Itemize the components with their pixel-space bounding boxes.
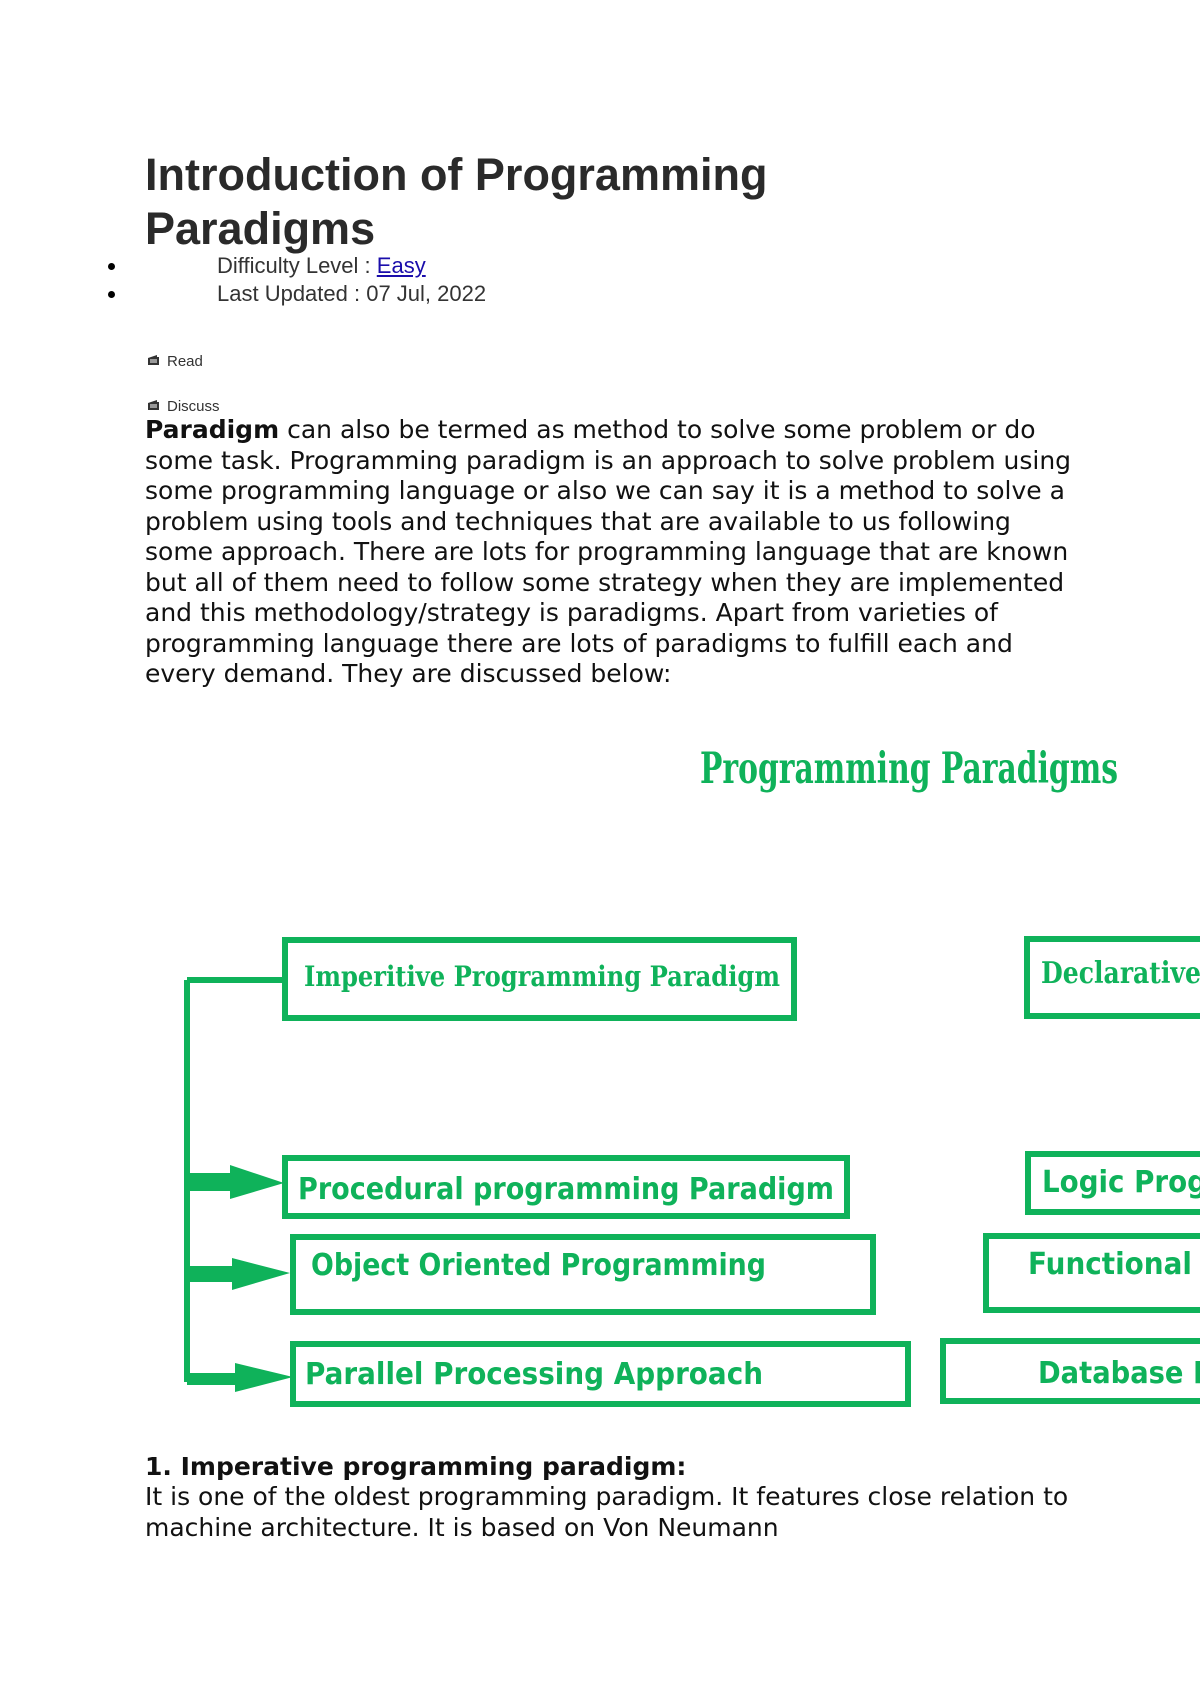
parallel-processing-box bbox=[290, 1341, 911, 1407]
functional-paradigm-label: Functional I bbox=[1028, 1247, 1200, 1282]
page-title: Introduction of Programming Paradigms bbox=[145, 149, 768, 254]
discuss-label: Discuss bbox=[167, 398, 220, 415]
read-label: Read bbox=[167, 353, 203, 370]
diagram-heading: Programming Paradigms bbox=[700, 744, 1118, 794]
bullet-icon bbox=[108, 291, 115, 298]
parallel-processing-label: Parallel Processing Approach bbox=[305, 1357, 763, 1392]
intro-paragraph: Paradigm can also be termed as method to… bbox=[145, 415, 1075, 690]
read-action[interactable]: Read bbox=[147, 353, 203, 371]
arrow-icon bbox=[187, 1165, 284, 1199]
difficulty-label: Difficulty Level : bbox=[217, 253, 377, 278]
procedural-paradigm-box bbox=[282, 1155, 850, 1219]
book-icon bbox=[147, 353, 160, 371]
functional-paradigm-box bbox=[983, 1233, 1200, 1313]
declarative-paradigm-label: Declarative bbox=[1041, 956, 1200, 991]
last-updated-text: Last Updated : 07 Jul, 2022 bbox=[217, 281, 487, 306]
arrow-icon bbox=[187, 1363, 293, 1392]
paradigms-diagram-svg: Programming Paradigms Imperitive Program… bbox=[184, 744, 1200, 1407]
difficulty-link[interactable]: Easy bbox=[376, 253, 426, 278]
section-heading-imperative: 1. Imperative programming paradigm: bbox=[145, 1452, 687, 1481]
paradigms-diagram: Programming Paradigms Imperitive Program… bbox=[0, 740, 1200, 1420]
discuss-action[interactable]: Discuss bbox=[147, 398, 220, 416]
logic-paradigm-label: Logic Prog bbox=[1042, 1165, 1200, 1200]
imperative-paradigm-label: Imperitive Programming Paradigm bbox=[304, 960, 780, 993]
database-paradigm-box bbox=[940, 1338, 1200, 1404]
oop-paradigm-label: Object Oriented Programming bbox=[311, 1248, 766, 1283]
oop-paradigm-box bbox=[290, 1234, 876, 1315]
declarative-paradigm-box bbox=[1024, 936, 1200, 1019]
section-text-imperative: It is one of the oldest programming para… bbox=[145, 1482, 1069, 1542]
logic-paradigm-box bbox=[1025, 1151, 1200, 1215]
procedural-paradigm-label: Procedural programming Paradigm bbox=[298, 1172, 834, 1207]
arrow-icon bbox=[187, 1258, 290, 1290]
book-icon bbox=[147, 398, 160, 416]
bullet-icon bbox=[108, 263, 115, 270]
intro-text: can also be termed as method to solve so… bbox=[145, 415, 1072, 688]
intro-lead-term: Paradigm bbox=[145, 415, 280, 444]
imperative-paradigm-box bbox=[282, 937, 797, 1021]
database-paradigm-label: Database P bbox=[1038, 1356, 1200, 1391]
